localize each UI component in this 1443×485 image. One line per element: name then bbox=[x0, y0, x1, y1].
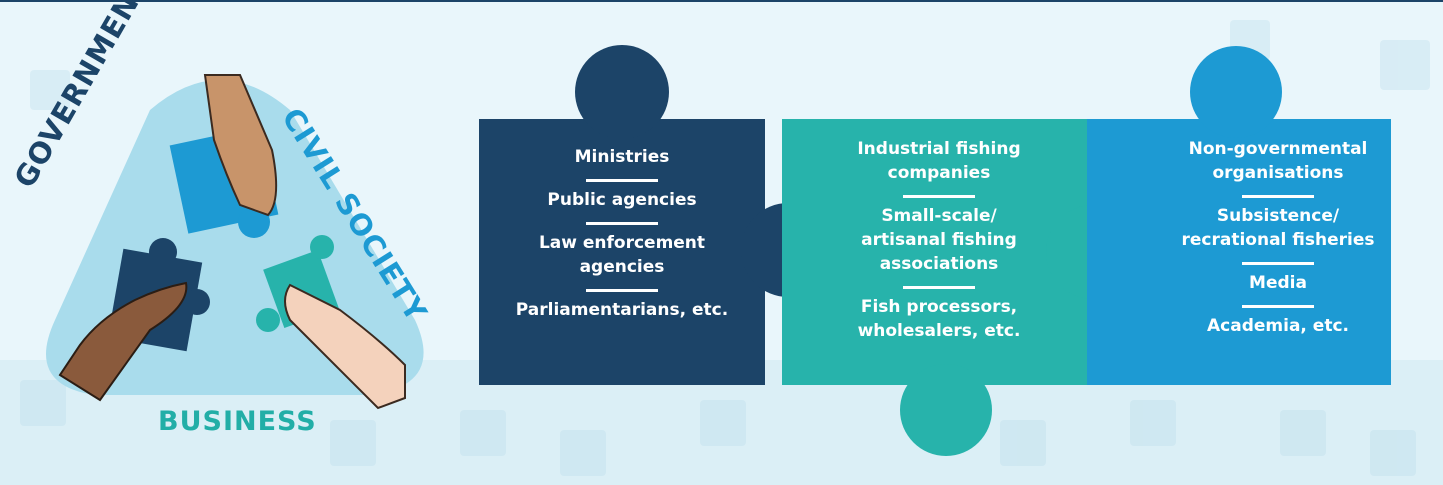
civ-item-subsistence: Subsistence/ recrational fisheries bbox=[1181, 206, 1375, 250]
divider bbox=[1242, 262, 1314, 265]
business-stakeholders: Industrial fishing companies Small-scale… bbox=[784, 137, 1094, 343]
divider bbox=[903, 286, 975, 289]
civil-society-puzzle-piece bbox=[1087, 46, 1391, 385]
bus-item-processors: Fish processors, wholesalers, etc. bbox=[857, 297, 1021, 341]
government-stakeholders: Ministries Public agencies Law enforceme… bbox=[479, 145, 765, 322]
bus-item-small-scale: Small-scale/ artisanal fishing associati… bbox=[861, 206, 1017, 274]
right-hand-icon bbox=[284, 283, 406, 410]
civ-item-academia: Academia, etc. bbox=[1207, 316, 1349, 336]
left-hand-icon bbox=[58, 281, 188, 402]
gov-item-parliamentarians: Parliamentarians, etc. bbox=[515, 300, 729, 320]
civil-society-stakeholders: Non-governmental organisations Subsisten… bbox=[1162, 137, 1394, 338]
divider bbox=[1242, 305, 1314, 308]
top-border bbox=[0, 0, 1443, 2]
bus-item-industrial: Industrial fishing companies bbox=[857, 139, 1021, 183]
divider bbox=[586, 289, 658, 292]
divider bbox=[586, 179, 658, 182]
divider bbox=[586, 222, 658, 225]
top-hand-icon bbox=[203, 74, 278, 217]
divider bbox=[903, 195, 975, 198]
gov-item-ministries: Ministries bbox=[574, 147, 670, 167]
civ-item-ngos: Non-governmental organisations bbox=[1188, 139, 1368, 183]
divider bbox=[1242, 195, 1314, 198]
gov-item-law-enforcement: Law enforcement agencies bbox=[538, 233, 706, 277]
gov-item-public-agencies: Public agencies bbox=[547, 190, 697, 210]
civ-item-media: Media bbox=[1249, 273, 1307, 293]
stakeholder-triangle bbox=[46, 74, 424, 410]
business-label: BUSINESS bbox=[158, 406, 317, 437]
